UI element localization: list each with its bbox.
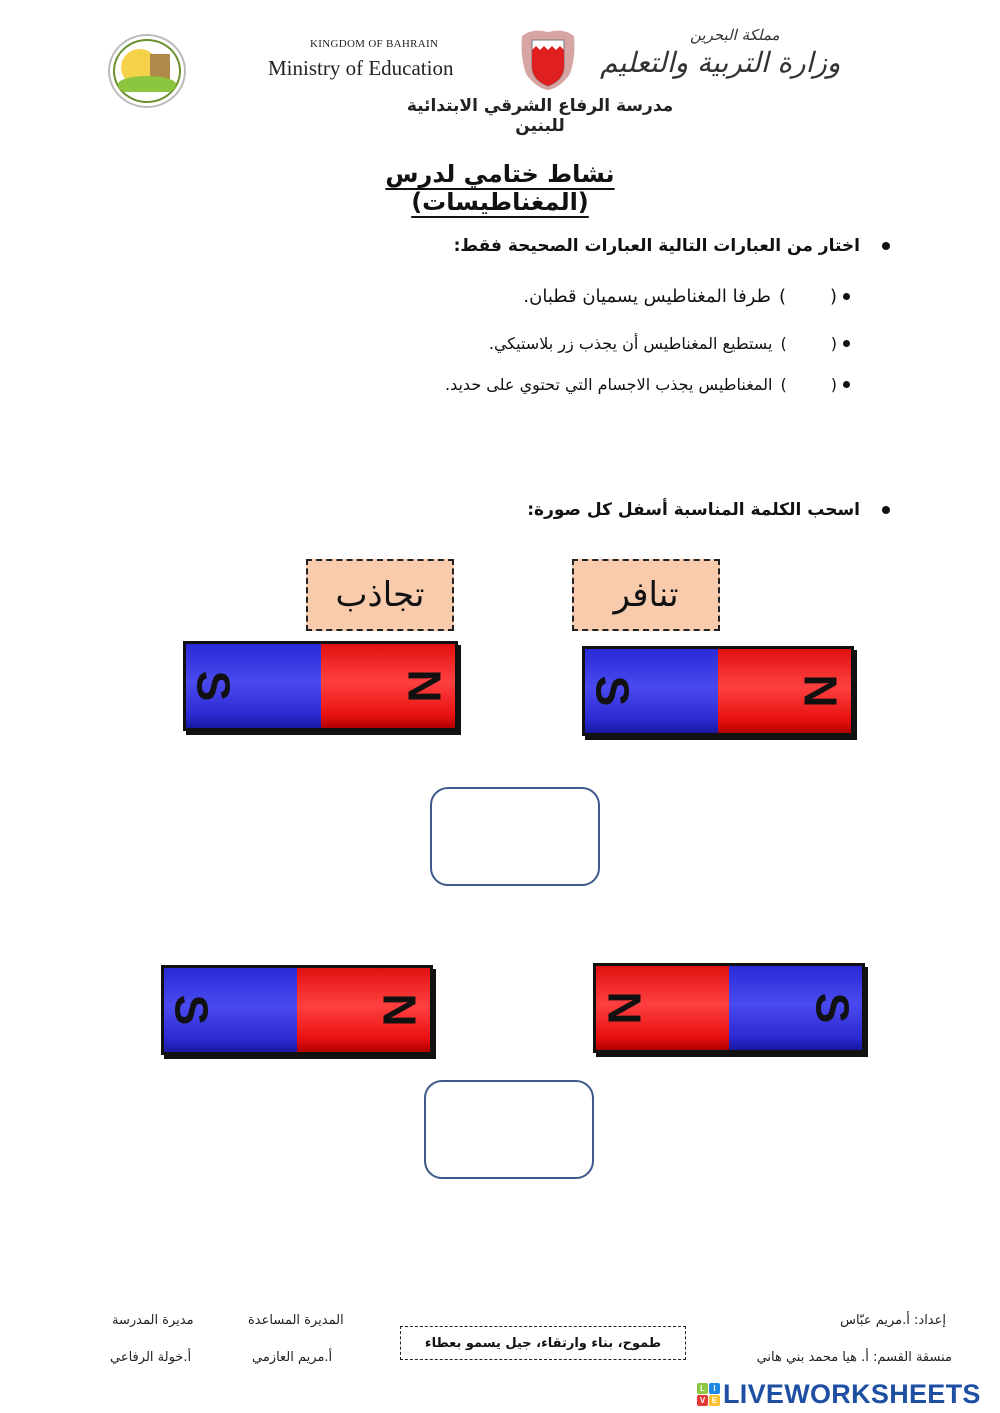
question1-heading-text: اختار من العبارات التالية العبارات الصحي… <box>453 236 860 256</box>
question1-heading: اختار من العبارات التالية العبارات الصحي… <box>454 236 890 256</box>
statement-text: طرفا المغناطيس يسميان قطبان. <box>523 286 771 307</box>
drag-label-attraction[interactable]: تجاذب <box>306 559 454 631</box>
answer-input-2[interactable] <box>786 333 831 353</box>
liveworksheets-icon: L I V E <box>697 1383 720 1406</box>
bahrain-emblem-icon <box>521 30 575 91</box>
magnet-image-3: S N <box>161 965 433 1055</box>
question2-heading: اسحب الكلمة المناسبة أسفل كل صورة: <box>527 500 890 520</box>
bullet-icon <box>882 242 890 250</box>
school-motto: طموح، بناء وارتقاء، جيل يسمو بعطاء <box>400 1326 686 1360</box>
page-title: نشاط ختامي لدرس (المغناطيسات) <box>385 160 615 216</box>
prepared-by: إعداد: أ.مريم عبّاس <box>840 1313 946 1328</box>
pole-letter: S <box>187 670 240 702</box>
magnet-image-2: S N <box>582 646 854 736</box>
pole-letter: N <box>794 674 847 708</box>
south-pole: S <box>186 644 321 728</box>
magnet-image-4: N S <box>593 963 865 1053</box>
pole-letter: N <box>373 993 426 1027</box>
ministry-ar-label: وزارة التربية والتعليم <box>600 46 841 79</box>
answer-parentheses: ( ) <box>779 286 837 307</box>
question2-heading-text: اسحب الكلمة المناسبة أسفل كل صورة: <box>527 500 860 520</box>
principal-title: مديرة المدرسة <box>112 1313 194 1328</box>
pole-letter: S <box>806 992 859 1024</box>
statement-text: يستطيع المغناطيس أن يجذب زر بلاستيكي. <box>488 333 773 353</box>
bullet-icon <box>843 380 850 388</box>
bullet-icon <box>843 339 850 347</box>
statement-item: ( ) طرفا المغناطيس يسميان قطبان. <box>523 286 850 307</box>
statement-text: المغناطيس يجذب الاجسام التي تحتوي على حد… <box>444 374 773 394</box>
open-paren: ( <box>829 286 837 307</box>
open-paren: ( <box>830 333 837 353</box>
answer-parentheses: ( ) <box>780 374 837 394</box>
statement-item: ( ) يستطيع المغناطيس أن يجذب زر بلاستيكي… <box>489 333 850 353</box>
liveworksheets-logo: L I V E LIVEWORKSHEETS <box>697 1379 981 1410</box>
logo-letter: L <box>697 1383 708 1394</box>
pole-letter: S <box>586 675 639 707</box>
close-paren: ) <box>778 286 786 307</box>
south-pole: S <box>164 968 297 1052</box>
south-pole: S <box>729 966 862 1050</box>
answer-parentheses: ( ) <box>780 333 837 353</box>
drop-zone-2[interactable] <box>424 1080 594 1179</box>
kingdom-en-label: KINGDOM OF BAHRAIN <box>310 38 439 50</box>
school-name: مدرسة الرفاع الشرقي الابتدائية للبنين <box>406 96 674 136</box>
statement-item: ( ) المغناطيس يجذب الاجسام التي تحتوي عل… <box>445 374 850 394</box>
logo-letter: E <box>709 1395 720 1406</box>
liveworksheets-wordmark: LIVEWORKSHEETS <box>723 1379 981 1409</box>
bullet-icon <box>882 506 890 514</box>
department-coordinator: منسقة القسم: أ. هيا محمد بني هاني <box>756 1350 952 1365</box>
assistant-principal-title: المديرة المساعدة <box>248 1313 344 1328</box>
school-crest-icon <box>108 34 186 108</box>
drag-label-repulsion[interactable]: تنافر <box>572 559 720 631</box>
south-pole: S <box>585 649 718 733</box>
ministry-en-label: Ministry of Education <box>268 56 454 80</box>
pole-letter: N <box>398 669 451 703</box>
logo-letter: V <box>697 1395 708 1406</box>
pole-letter: N <box>598 991 651 1025</box>
magnet-image-1: S N <box>183 641 458 731</box>
open-paren: ( <box>830 374 837 394</box>
answer-input-3[interactable] <box>786 374 831 394</box>
north-pole: N <box>297 968 430 1052</box>
logo-letter: I <box>709 1383 720 1394</box>
answer-input-1[interactable] <box>785 286 830 307</box>
drop-zone-1[interactable] <box>430 787 600 886</box>
pole-letter: S <box>165 994 218 1026</box>
north-pole: N <box>596 966 729 1050</box>
principal-name: أ.خولة الرفاعي <box>110 1350 192 1365</box>
close-paren: ) <box>780 333 787 353</box>
kingdom-ar-label: مملكة البحرين <box>690 26 780 44</box>
north-pole: N <box>718 649 851 733</box>
north-pole: N <box>320 644 455 728</box>
close-paren: ) <box>780 374 787 394</box>
bullet-icon <box>843 293 850 300</box>
assistant-principal-name: أ.مريم العازمي <box>252 1350 333 1365</box>
